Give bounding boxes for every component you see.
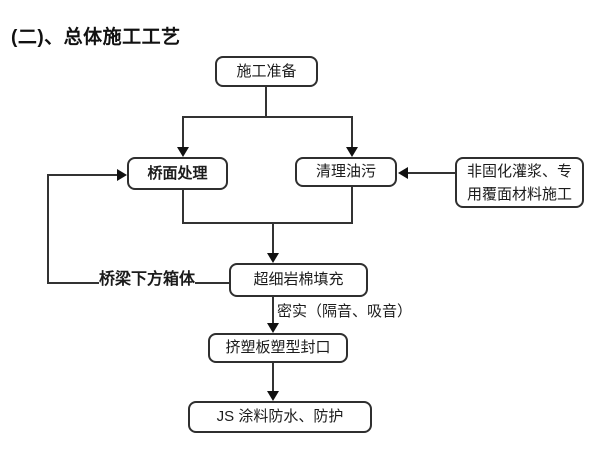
connector-join-bottom <box>182 187 353 224</box>
page-title: (二)、总体施工工艺 <box>11 27 181 48</box>
node-grouting-covering-material: 非固化灌浆、专用覆面材料施工 <box>455 157 584 208</box>
arrowhead-into-clean-right <box>398 167 408 179</box>
arrowhead-into-deck-left <box>117 169 127 181</box>
node-xps-board-seal: 挤塑板塑型封口 <box>208 333 348 363</box>
label-bridge-box-body: 桥梁下方箱体 <box>99 265 196 289</box>
node-js-coating-protection: JS 涂料防水、防护 <box>188 401 372 433</box>
arrowhead-into-clean <box>346 147 358 157</box>
arrowhead-into-js <box>267 391 279 401</box>
arrowhead-into-deck <box>177 147 189 157</box>
arrowhead-into-rockwool <box>267 253 279 263</box>
arrowhead-into-xps <box>267 323 279 333</box>
node-construction-prep: 施工准备 <box>215 56 318 87</box>
node-rockwool-fill: 超细岩棉填充 <box>229 263 368 297</box>
node-deck-treatment: 桥面处理 <box>127 157 228 190</box>
label-dense-soundproof-note: 密实（隔音、吸音） <box>277 300 413 321</box>
node-oil-cleaning: 清理油污 <box>295 157 397 187</box>
